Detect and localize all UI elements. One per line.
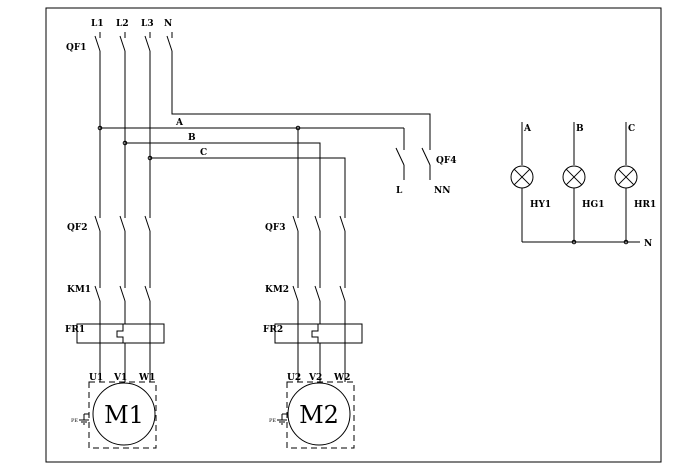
- terminal-label: W1: [138, 373, 155, 383]
- distribution-buses: [97, 125, 405, 212]
- junction-dot: [97, 125, 103, 131]
- motor-label: M1: [104, 401, 144, 429]
- motor-label: M2: [299, 401, 339, 429]
- main-breaker-qf1: [94, 32, 173, 52]
- branch-breaker-label: QF3: [265, 223, 286, 233]
- thermal-element: [311, 324, 319, 343]
- terminal-label: V1: [113, 373, 127, 383]
- neutral-label: N: [644, 239, 652, 249]
- motor-enclosure: [286, 381, 355, 449]
- motor-symbol: [92, 382, 156, 446]
- indicator-lamp-panel: N A HY1 B HG1 C HR1: [510, 122, 656, 249]
- terminal-label: U1: [89, 373, 103, 383]
- lamp-label: HR1: [634, 200, 656, 210]
- lighting-live-label: L: [396, 186, 403, 196]
- lamp-phase-label: B: [576, 124, 584, 134]
- phase-label-l1: L1: [91, 19, 104, 29]
- contactor-label: KM1: [67, 285, 91, 295]
- motor-symbol: [287, 382, 351, 446]
- thermal-relay-label: FR1: [65, 325, 85, 335]
- terminal-label: V2: [308, 373, 322, 383]
- lamp-label: HG1: [582, 200, 604, 210]
- terminal-label: W2: [333, 373, 350, 383]
- thermal-relay-label: FR2: [263, 325, 283, 335]
- motor-enclosure: [88, 381, 157, 449]
- contactor-label: KM2: [265, 285, 289, 295]
- lighting-breaker-label: QF4: [436, 156, 457, 166]
- junction-dot: [147, 155, 153, 161]
- lighting-breaker-qf4: [395, 145, 431, 180]
- phase-label-l2: L2: [116, 19, 129, 29]
- thermal-element: [116, 324, 124, 343]
- thermal-relay-box: [76, 323, 165, 344]
- lighting-neutral-label: NN: [434, 186, 450, 196]
- earth-label: PE: [269, 418, 276, 424]
- lamp-label: HY1: [530, 200, 551, 210]
- junction-dot: [295, 125, 301, 131]
- bus-label-c: C: [200, 148, 207, 158]
- lamp-phase-label: C: [628, 124, 635, 134]
- earth-label: PE: [71, 418, 78, 424]
- main-breaker-label: QF1: [66, 43, 87, 53]
- junction-dot: [122, 140, 128, 146]
- phase-conductors: [99, 51, 431, 212]
- bus-label-b: B: [188, 133, 196, 143]
- terminal-label: U2: [287, 373, 301, 383]
- lamp-phase-label: A: [523, 124, 532, 134]
- phase-label-l3: L3: [141, 19, 154, 29]
- drawing-border: [45, 7, 662, 463]
- bus-label-a: A: [175, 118, 184, 128]
- branch-breaker-label: QF2: [67, 223, 88, 233]
- phase-label-n: N: [164, 19, 172, 29]
